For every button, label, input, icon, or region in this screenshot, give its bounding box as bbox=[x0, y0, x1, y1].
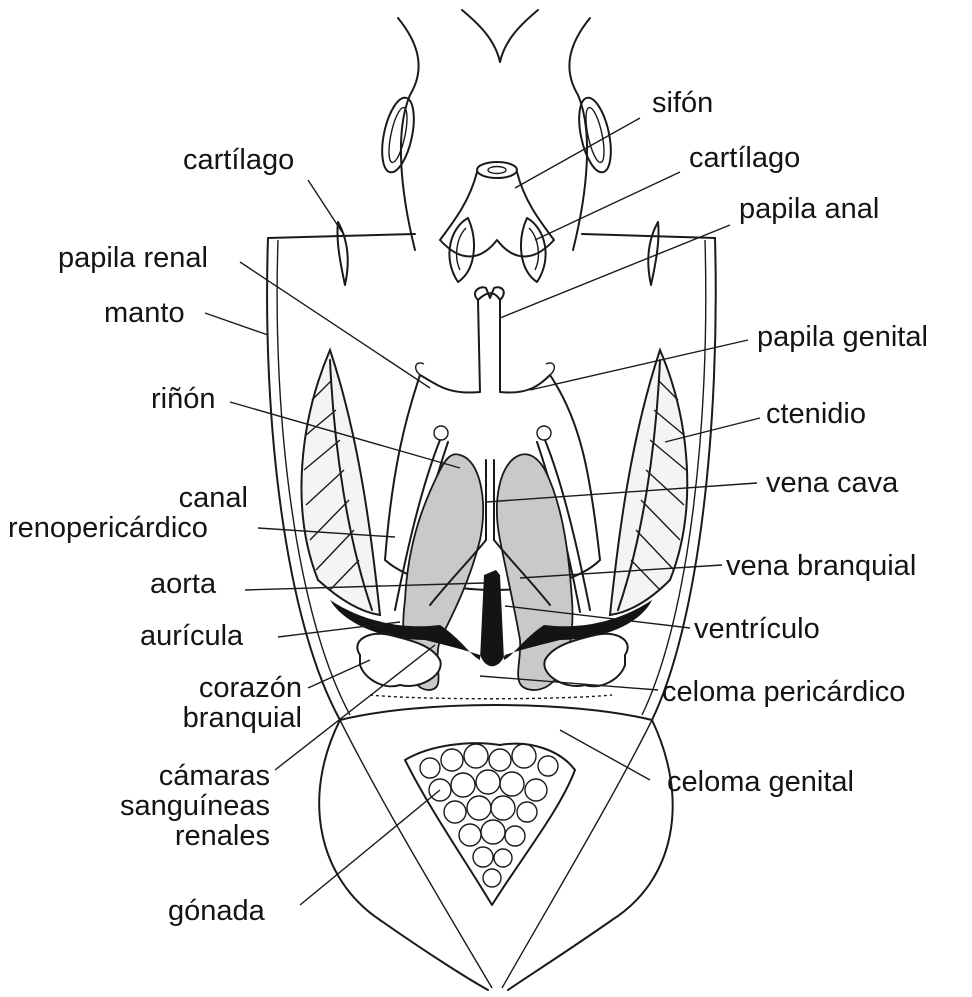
eye-cartilage-left bbox=[376, 95, 419, 175]
gill-right bbox=[610, 350, 687, 615]
label-gonada: gónada bbox=[168, 895, 265, 927]
label-vena-branquial: vena branquial bbox=[726, 550, 916, 582]
head-outline bbox=[398, 10, 590, 250]
label-celoma-genital: celoma genital bbox=[667, 766, 854, 798]
mantle-cartilage-hooks bbox=[337, 222, 658, 285]
label-camaras-line1: cámaras bbox=[80, 760, 270, 792]
label-camaras-line2: sanguíneas bbox=[80, 790, 270, 822]
label-ventriculo: ventrículo bbox=[694, 613, 820, 645]
label-canal-line1: canal bbox=[150, 482, 248, 514]
label-ctenidio: ctenidio bbox=[766, 398, 866, 430]
label-manto: manto bbox=[104, 297, 185, 329]
label-canal-line2: renopericárdico bbox=[8, 512, 208, 544]
label-rinon: riñón bbox=[151, 383, 216, 415]
label-aorta: aorta bbox=[150, 568, 216, 600]
label-vena-cava: vena cava bbox=[766, 467, 898, 499]
label-papila-genital: papila genital bbox=[757, 321, 928, 353]
label-corazon-line1: corazón bbox=[150, 672, 302, 704]
gonad bbox=[405, 743, 575, 905]
gill-left bbox=[301, 350, 380, 615]
label-celoma-pericardico: celoma pericárdico bbox=[662, 676, 905, 708]
label-papila-renal: papila renal bbox=[58, 242, 208, 274]
label-papila-anal: papila anal bbox=[739, 193, 879, 225]
pericardial-boundary bbox=[340, 695, 652, 720]
label-sifon: sifón bbox=[652, 87, 713, 119]
label-auricula: aurícula bbox=[140, 620, 243, 652]
label-corazon-line2: branquial bbox=[150, 702, 302, 734]
label-camaras-line3: renales bbox=[80, 820, 270, 852]
siphon-cartilage-left bbox=[449, 218, 474, 282]
label-cartilago-left: cartílago bbox=[183, 144, 294, 176]
label-cartilago-right: cartílago bbox=[689, 142, 800, 174]
